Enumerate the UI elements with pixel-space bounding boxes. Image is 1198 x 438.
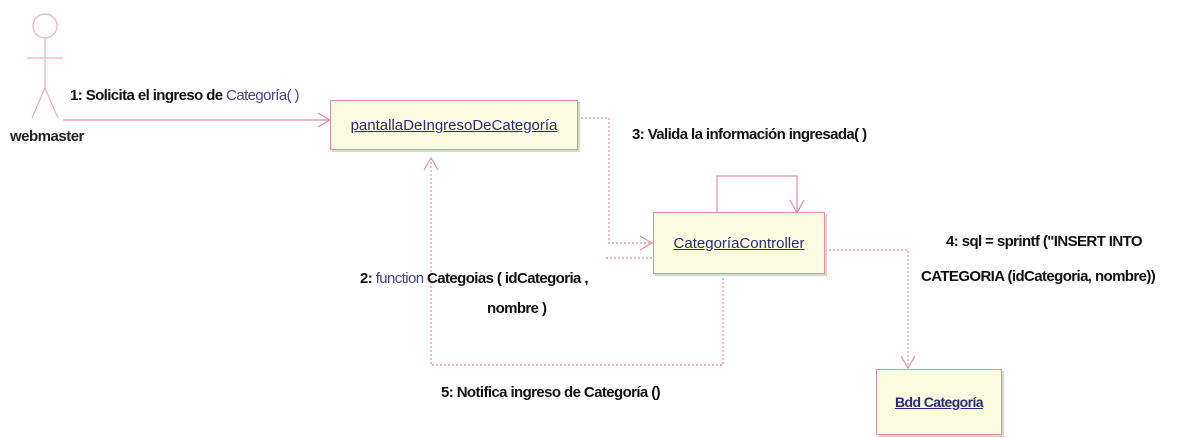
arrowhead-bdd <box>900 355 916 370</box>
message-2-line2: nombre ) <box>487 300 547 317</box>
arrowhead-pantalla <box>423 156 439 171</box>
message-1-text: 1: Solicita el ingreso de <box>70 87 227 104</box>
link-actor-pantalla <box>63 112 332 128</box>
message-1: 1: Solicita el ingreso de Categoría( ) <box>70 87 300 105</box>
message-2-text: Categoias ( idCategoria , <box>423 270 588 287</box>
message-3: 3: Valida la información ingresada( ) <box>632 126 867 143</box>
actor-label: webmaster <box>10 128 84 145</box>
object-controller[interactable]: CategoríaController <box>653 212 825 274</box>
arrowhead-controller <box>639 235 654 251</box>
message-1-operation: Categoría( ) <box>226 87 299 104</box>
link-self-controller <box>716 175 805 215</box>
message-5: 5: Notifica ingreso de Categoría () <box>441 384 661 401</box>
actor-figure <box>27 13 63 119</box>
link-controller-pantalla <box>430 158 724 366</box>
object-bdd[interactable]: Bdd Categoría <box>876 369 1002 435</box>
message-2-keyword: function <box>375 270 424 287</box>
message-2-prefix: 2: <box>360 270 376 287</box>
message-2: 2: function Categoias ( idCategoria , <box>360 270 589 288</box>
link-pantalla-controller <box>577 117 652 244</box>
object-pantalla[interactable]: pantallaDeIngresoDeCategoría <box>330 100 578 150</box>
link-controller-bdd <box>825 249 909 368</box>
message-4-line1: 4: sql = sprintf ("INSERT INTO <box>946 233 1143 250</box>
object-bdd-label: Bdd Categoría <box>895 394 983 410</box>
object-controller-label: CategoríaController <box>673 234 805 252</box>
message-4-line2: CATEGORIA (idCategoria, nombre)) <box>921 268 1156 285</box>
object-pantalla-label: pantallaDeIngresoDeCategoría <box>350 116 558 134</box>
